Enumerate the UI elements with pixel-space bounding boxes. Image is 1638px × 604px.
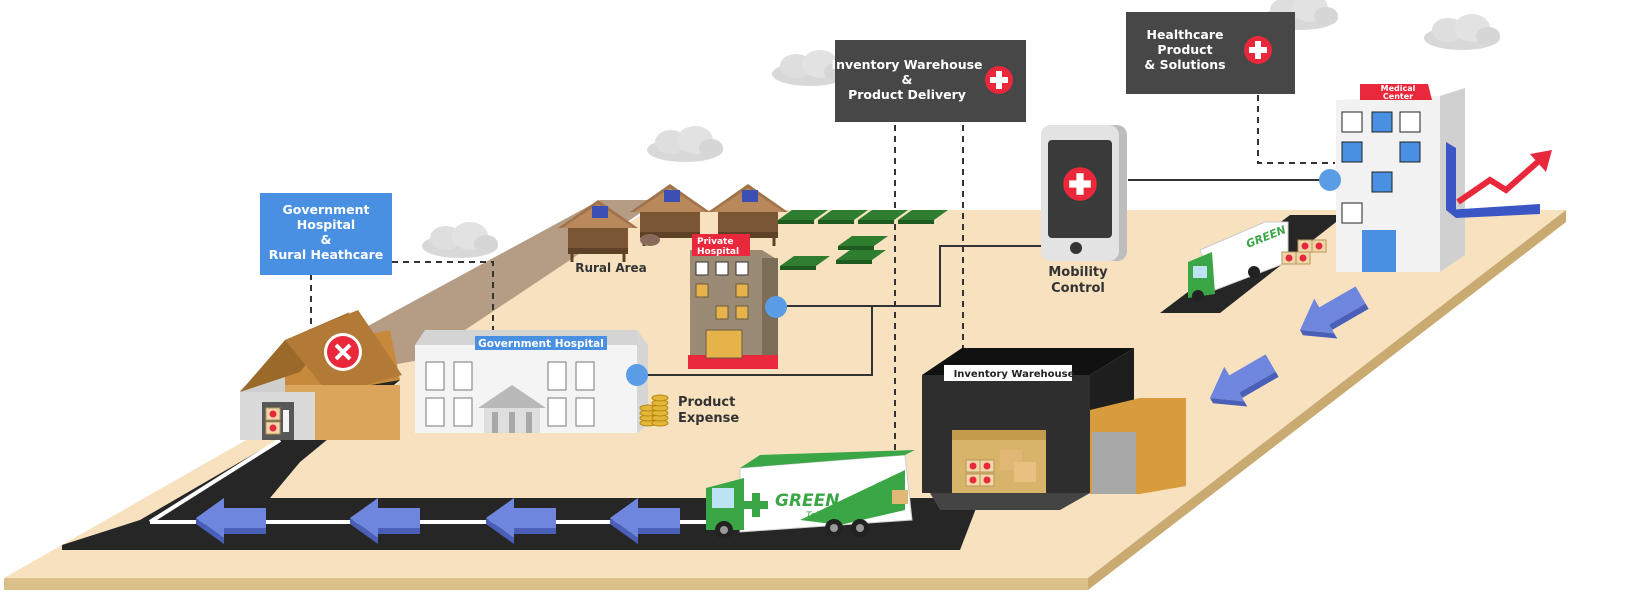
callout-inv-line3: Product Delivery: [848, 87, 966, 102]
road-line: [148, 438, 282, 524]
mobility-control-label-1: Mobility: [1048, 265, 1108, 280]
medical-center-sign-2: Center: [1383, 92, 1413, 101]
rural-area-label: Rural Area: [575, 261, 647, 275]
smartphone-icon: [1041, 125, 1127, 261]
small-delivery-truck: [1188, 221, 1327, 302]
delivery-truck: [706, 450, 915, 539]
rejected-warehouse: [240, 310, 402, 440]
node-dot: [626, 364, 648, 386]
product-expense-label-2: Expense: [678, 411, 739, 426]
cloud-icon: [647, 126, 723, 162]
plus-icon: [744, 493, 768, 517]
connector-lines: [310, 95, 1335, 450]
callout-gov-line1: Government: [283, 202, 370, 217]
callout-gov-line4: Rural Heathcare: [269, 247, 384, 262]
mobility-control-label-2: Control: [1051, 281, 1105, 296]
trend-up-arrow-icon: [1446, 142, 1552, 218]
coins-icon: [639, 394, 669, 427]
gov-hospital-sign: Government Hospital: [478, 338, 604, 350]
cloud-icon: [1424, 14, 1500, 50]
inventory-warehouse: [922, 348, 1186, 510]
plus-icon: [1244, 36, 1272, 64]
callout-government: [260, 193, 392, 275]
callout-hc-line1: Healthcare: [1146, 27, 1223, 42]
callout-inv-line2: &: [902, 72, 913, 87]
medical-center-sign-1: Medical: [1381, 84, 1416, 93]
private-hospital-sign-1: Private: [697, 237, 733, 247]
ground-edge-front: [4, 578, 1088, 590]
rural-huts: [556, 182, 790, 264]
ground-edge-side: [1088, 210, 1566, 590]
truck-brand: GREEN: [775, 491, 840, 511]
callout-gov-line3: &: [321, 232, 332, 247]
callout-hc-line3: & Solutions: [1144, 57, 1225, 72]
cloud-icon: [422, 222, 498, 258]
inventory-warehouse-sign: Inventory Warehouse: [954, 369, 1075, 380]
node-dot: [1319, 169, 1341, 191]
plus-icon: [985, 66, 1013, 94]
truck-sub: TeleMed: [806, 511, 843, 521]
callout-gov-line2: Hospital: [297, 217, 355, 232]
private-hospital-sign-2: Hospital: [697, 247, 739, 257]
medical-center: [1336, 84, 1465, 272]
node-dot: [765, 296, 787, 318]
callout-hc-line2: Product: [1157, 42, 1212, 57]
product-expense-label-1: Product: [678, 395, 735, 410]
callout-inv-line1: Inventory Warehouse: [831, 57, 982, 72]
x-circle-icon: [324, 333, 362, 371]
